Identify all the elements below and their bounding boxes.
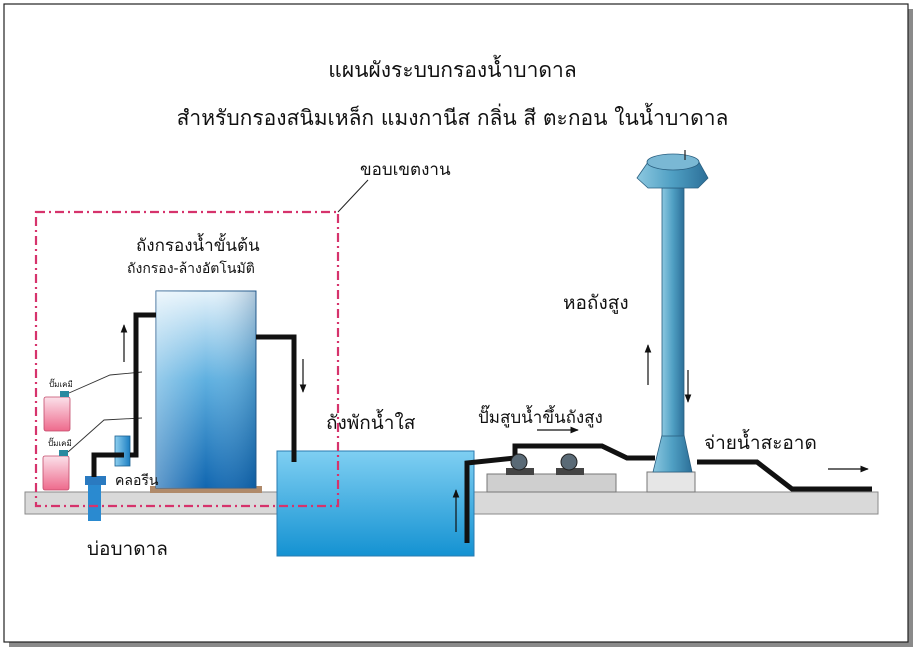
tower-label: หอถังสูง	[563, 292, 629, 314]
chem-pump-label-2: ปั๊มเคมี	[48, 439, 72, 448]
chem-pump-1	[60, 391, 69, 397]
well-pipe	[88, 483, 101, 521]
filter-tank-label: ถังกรองน้ำขั้นต้น	[136, 236, 260, 256]
well-cap	[85, 476, 106, 485]
tower-column	[661, 187, 685, 437]
work-boundary	[34, 210, 340, 508]
chem-line-2	[67, 417, 143, 453]
chem-line-1	[68, 371, 143, 394]
pipe-well-to-filter	[91, 452, 124, 477]
supply-label: จ่ายน้ำสะอาด	[704, 432, 817, 454]
diagram-title: แผนผังระบบกรองน้ำบาดาล	[328, 58, 577, 82]
filter-tank-base	[150, 486, 262, 493]
clear-tank-label: ถังพักน้ำใส	[326, 412, 416, 434]
diagram-subtitle: สำหรับกรองสนิมเหล็ก แมงกานีส กลิ่น สี ตะ…	[176, 106, 729, 130]
filter-tank-sublabel: ถังกรอง-ล้างอัตโนมัติ	[127, 261, 255, 277]
chem-tank-2	[42, 455, 70, 491]
pump-2	[560, 453, 578, 471]
pump-1	[510, 453, 528, 471]
tower-roof	[646, 153, 700, 171]
pump-base	[486, 473, 617, 493]
pipe-riser	[130, 312, 156, 458]
tower-base	[646, 471, 696, 493]
pipe-filter-to-clear	[256, 334, 297, 462]
clear-water-tank	[276, 450, 475, 557]
pump-2-mount	[556, 468, 584, 475]
well-label: บ่อบาดาล	[87, 538, 168, 560]
boundary-leader	[337, 179, 369, 213]
pump-label: ปั๊มสูบน้ำขึ้นถังสูง	[478, 408, 603, 428]
pump-1-mount	[506, 468, 534, 475]
filter-tank-shade	[156, 291, 256, 488]
chlorine-label: คลอรีน	[115, 473, 159, 489]
chem-pump-2	[59, 450, 68, 456]
pipe-clear-to-pump	[464, 443, 655, 543]
chem-tank-1	[43, 396, 71, 432]
chlorine-device	[114, 435, 131, 467]
boundary-label: ขอบเขตงาน	[360, 160, 451, 180]
chem-pump-label-1: ปั๊มเคมี	[49, 380, 73, 389]
pipe-supply	[697, 459, 872, 492]
